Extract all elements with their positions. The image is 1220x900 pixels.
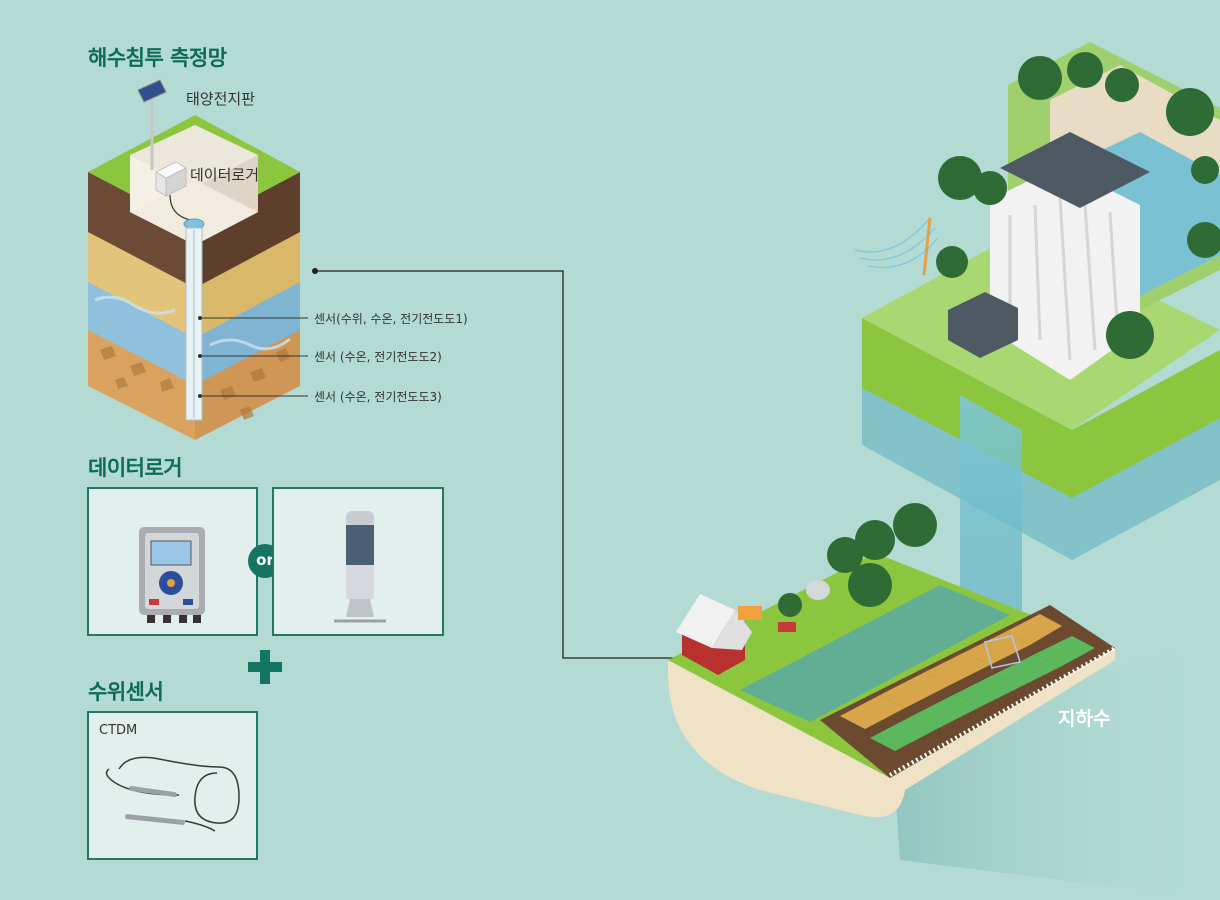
- sensor-3-label: 센서 (수온, 전기전도도3): [314, 390, 442, 404]
- datalogger-label: 데이터로거: [190, 166, 260, 184]
- water-sensor-title: 수위센서: [88, 680, 164, 704]
- sensor-1-label: 센서(수위, 수온, 전기전도도1): [314, 312, 468, 326]
- network-title: 해수침투 측정망: [88, 46, 227, 70]
- sensor-2-label: 센서 (수온, 전기전도도2): [314, 350, 442, 364]
- farm-island: [668, 503, 1220, 900]
- groundwater-label: 지하수: [1058, 708, 1111, 730]
- solar-panel-label: 태양전지판: [186, 90, 256, 108]
- datalogger-title: 데이터로거: [88, 456, 183, 480]
- dam-island: [854, 42, 1220, 560]
- datalogger-option-2: [272, 487, 444, 636]
- cable-sensor-icon: [105, 756, 240, 832]
- soil-block: [88, 79, 308, 440]
- datalogger-option-1: [87, 487, 258, 636]
- cylinder-logger-icon: [334, 511, 386, 623]
- water-sensor-box: CTDM: [87, 711, 258, 860]
- handheld-logger-icon: [139, 527, 205, 623]
- ctdm-label: CTDM: [99, 723, 138, 738]
- plus-icon: [248, 650, 282, 684]
